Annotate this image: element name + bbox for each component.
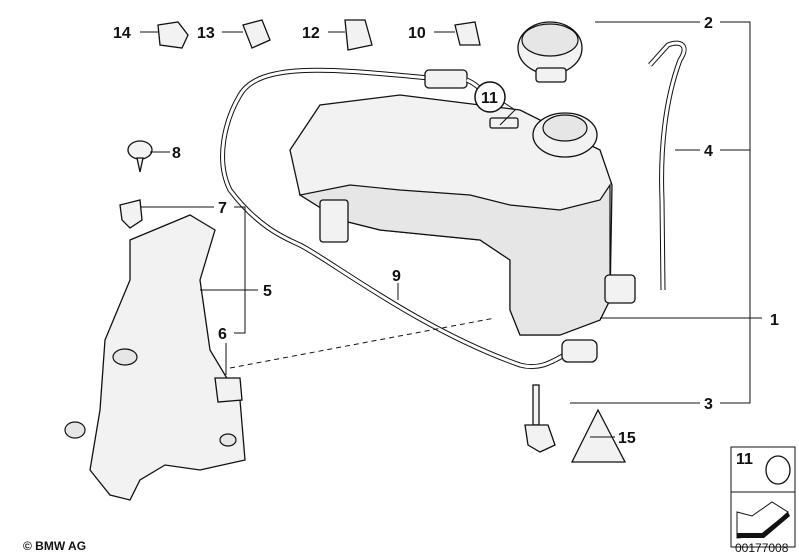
callout-circle-11 [474, 81, 506, 113]
leader-lines [140, 21, 762, 438]
drawing-number: 00177008 [735, 541, 789, 555]
warning-label-15 [570, 408, 627, 463]
nut-7 [119, 199, 143, 229]
callout-14: 14 [113, 25, 131, 42]
expansion-tank [289, 94, 636, 336]
hose-clamp-icon [765, 455, 791, 485]
clip-12 [344, 19, 373, 51]
callout-12: 12 [302, 25, 320, 42]
callout-6: 6 [218, 326, 227, 343]
callout-9: 9 [392, 268, 401, 285]
clip-14 [157, 21, 189, 49]
callout-7: 7 [218, 200, 227, 217]
callout-11: 11 [481, 90, 498, 107]
clip-10 [454, 21, 481, 46]
sensor-3 [524, 384, 556, 453]
bracket-5 [64, 214, 246, 501]
inset-box [730, 446, 796, 548]
callout-3: 3 [704, 396, 713, 413]
hose-connector [424, 69, 468, 89]
callout-8: 8 [172, 145, 181, 162]
cap-2 [517, 21, 583, 83]
callout-2: 2 [704, 15, 713, 32]
clip-13 [242, 19, 271, 49]
callout-5: 5 [263, 283, 272, 300]
callout-1: 1 [770, 312, 779, 329]
inset-label: 11 [736, 451, 753, 468]
callout-4: 4 [704, 143, 713, 160]
callout-13: 13 [197, 25, 215, 42]
copyright: © BMW AG [23, 539, 87, 553]
callout-10: 10 [408, 25, 426, 42]
screw-8 [127, 140, 153, 173]
hose-4 [648, 40, 687, 291]
grommet-6 [214, 377, 243, 403]
callout-15: 15 [618, 430, 636, 447]
